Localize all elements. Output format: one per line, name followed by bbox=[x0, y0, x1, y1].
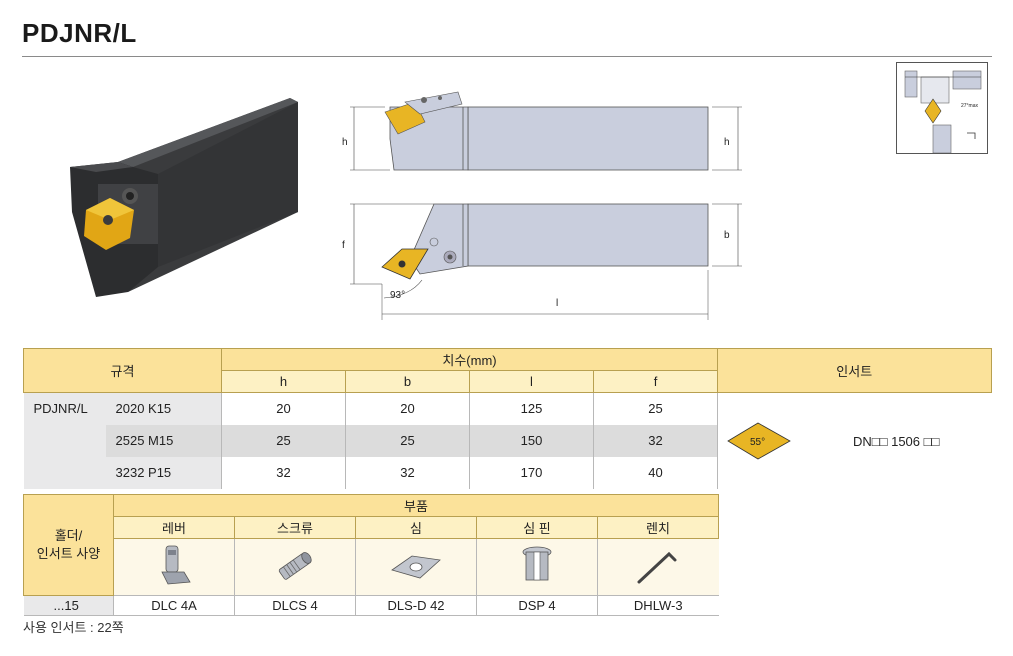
holder-label-line1: 홀더/ bbox=[54, 528, 83, 543]
spec-table: 규격 치수(mm) 인서트 h b l f PDJNR/L 2020 K15 2… bbox=[23, 348, 992, 489]
dim-angle: 93° bbox=[390, 290, 405, 301]
insert-page-note: 사용 인서트 : 22쪽 bbox=[23, 620, 124, 635]
part-code: DLC 4A bbox=[113, 595, 235, 616]
header-spec: 규격 bbox=[23, 348, 222, 393]
page-title: PDJNR/L bbox=[22, 18, 137, 48]
screw-icon bbox=[278, 551, 312, 580]
value-cell: 32 bbox=[221, 456, 346, 489]
holder-label-line2: 인서트 사양 bbox=[36, 546, 101, 561]
insert-diagram: 55° DN□□ 1506 □□ bbox=[727, 422, 939, 460]
spec-cell: 2525 M15 bbox=[105, 424, 222, 457]
insert-cell: 55° DN□□ 1506 □□ bbox=[717, 392, 991, 489]
part-code: DLS-D 42 bbox=[355, 595, 477, 616]
part-name: 심 핀 bbox=[476, 516, 598, 539]
shim-icon bbox=[391, 555, 441, 578]
part-code: DLCS 4 bbox=[234, 595, 356, 616]
table-row: 2525 M15 25 25 150 32 bbox=[24, 424, 992, 457]
header-dims: 치수(mm) bbox=[221, 348, 718, 371]
spec-cell: 3232 P15 bbox=[105, 456, 222, 489]
lever-icon bbox=[161, 545, 191, 584]
value-cell: 25 bbox=[593, 392, 718, 425]
spec-cell: 2020 K15 bbox=[105, 392, 222, 425]
insert-code: DN□□ 1506 □□ bbox=[853, 434, 939, 449]
model-name: PDJNR/L bbox=[23, 392, 106, 489]
header-f: f bbox=[593, 370, 718, 393]
shim-pin-image bbox=[476, 538, 598, 596]
header-insert: 인서트 bbox=[717, 348, 992, 393]
header-b: b bbox=[345, 370, 470, 393]
technical-drawing: h h f b l 93° bbox=[342, 91, 742, 320]
dim-h-left: h bbox=[342, 137, 348, 148]
table-row: PDJNR/L 2020 K15 20 20 125 25 55° DN□□ 1… bbox=[23, 392, 991, 489]
value-cell: 25 bbox=[345, 424, 470, 457]
value-cell: 170 bbox=[469, 456, 594, 489]
value-cell: 25 bbox=[221, 424, 346, 457]
part-name: 렌치 bbox=[597, 516, 719, 539]
value-cell: 40 bbox=[593, 456, 718, 489]
parts-table: 홀더/ 인서트 사양 부품 레버 스크류 심 심 핀 렌치 bbox=[23, 494, 719, 616]
wrench-image bbox=[597, 538, 719, 596]
dim-l: l bbox=[556, 298, 558, 309]
lever-image bbox=[113, 538, 235, 596]
value-cell: 125 bbox=[469, 392, 594, 425]
part-name: 레버 bbox=[113, 516, 235, 539]
tool-holder-photo bbox=[70, 98, 298, 297]
value-cell: 20 bbox=[345, 392, 470, 425]
value-cell: 150 bbox=[469, 424, 594, 457]
header-holder: 홀더/ 인서트 사양 bbox=[23, 494, 114, 596]
part-name: 심 bbox=[355, 516, 477, 539]
header-h: h bbox=[221, 370, 346, 393]
value-cell: 32 bbox=[593, 424, 718, 457]
dim-h-right: h bbox=[724, 137, 730, 148]
title-divider bbox=[22, 56, 992, 57]
clearance-inset: 27°max bbox=[896, 62, 988, 154]
shim-pin-icon bbox=[522, 546, 552, 580]
part-code: DHLW-3 bbox=[597, 595, 719, 616]
value-cell: 20 bbox=[221, 392, 346, 425]
inset-angle: 27°max bbox=[961, 103, 979, 109]
insert-angle: 55° bbox=[750, 437, 765, 448]
holder-code: ...15 bbox=[23, 595, 114, 616]
part-code: DSP 4 bbox=[476, 595, 598, 616]
dim-b: b bbox=[724, 230, 730, 241]
dim-f: f bbox=[342, 240, 345, 251]
shim-image bbox=[355, 538, 477, 596]
header-parts: 부품 bbox=[113, 494, 719, 517]
wrench-icon bbox=[637, 551, 677, 583]
header-l: l bbox=[469, 370, 594, 393]
table-row: 3232 P15 32 32 170 40 bbox=[24, 456, 992, 489]
value-cell: 32 bbox=[345, 456, 470, 489]
part-name: 스크류 bbox=[234, 516, 356, 539]
screw-image bbox=[234, 538, 356, 596]
